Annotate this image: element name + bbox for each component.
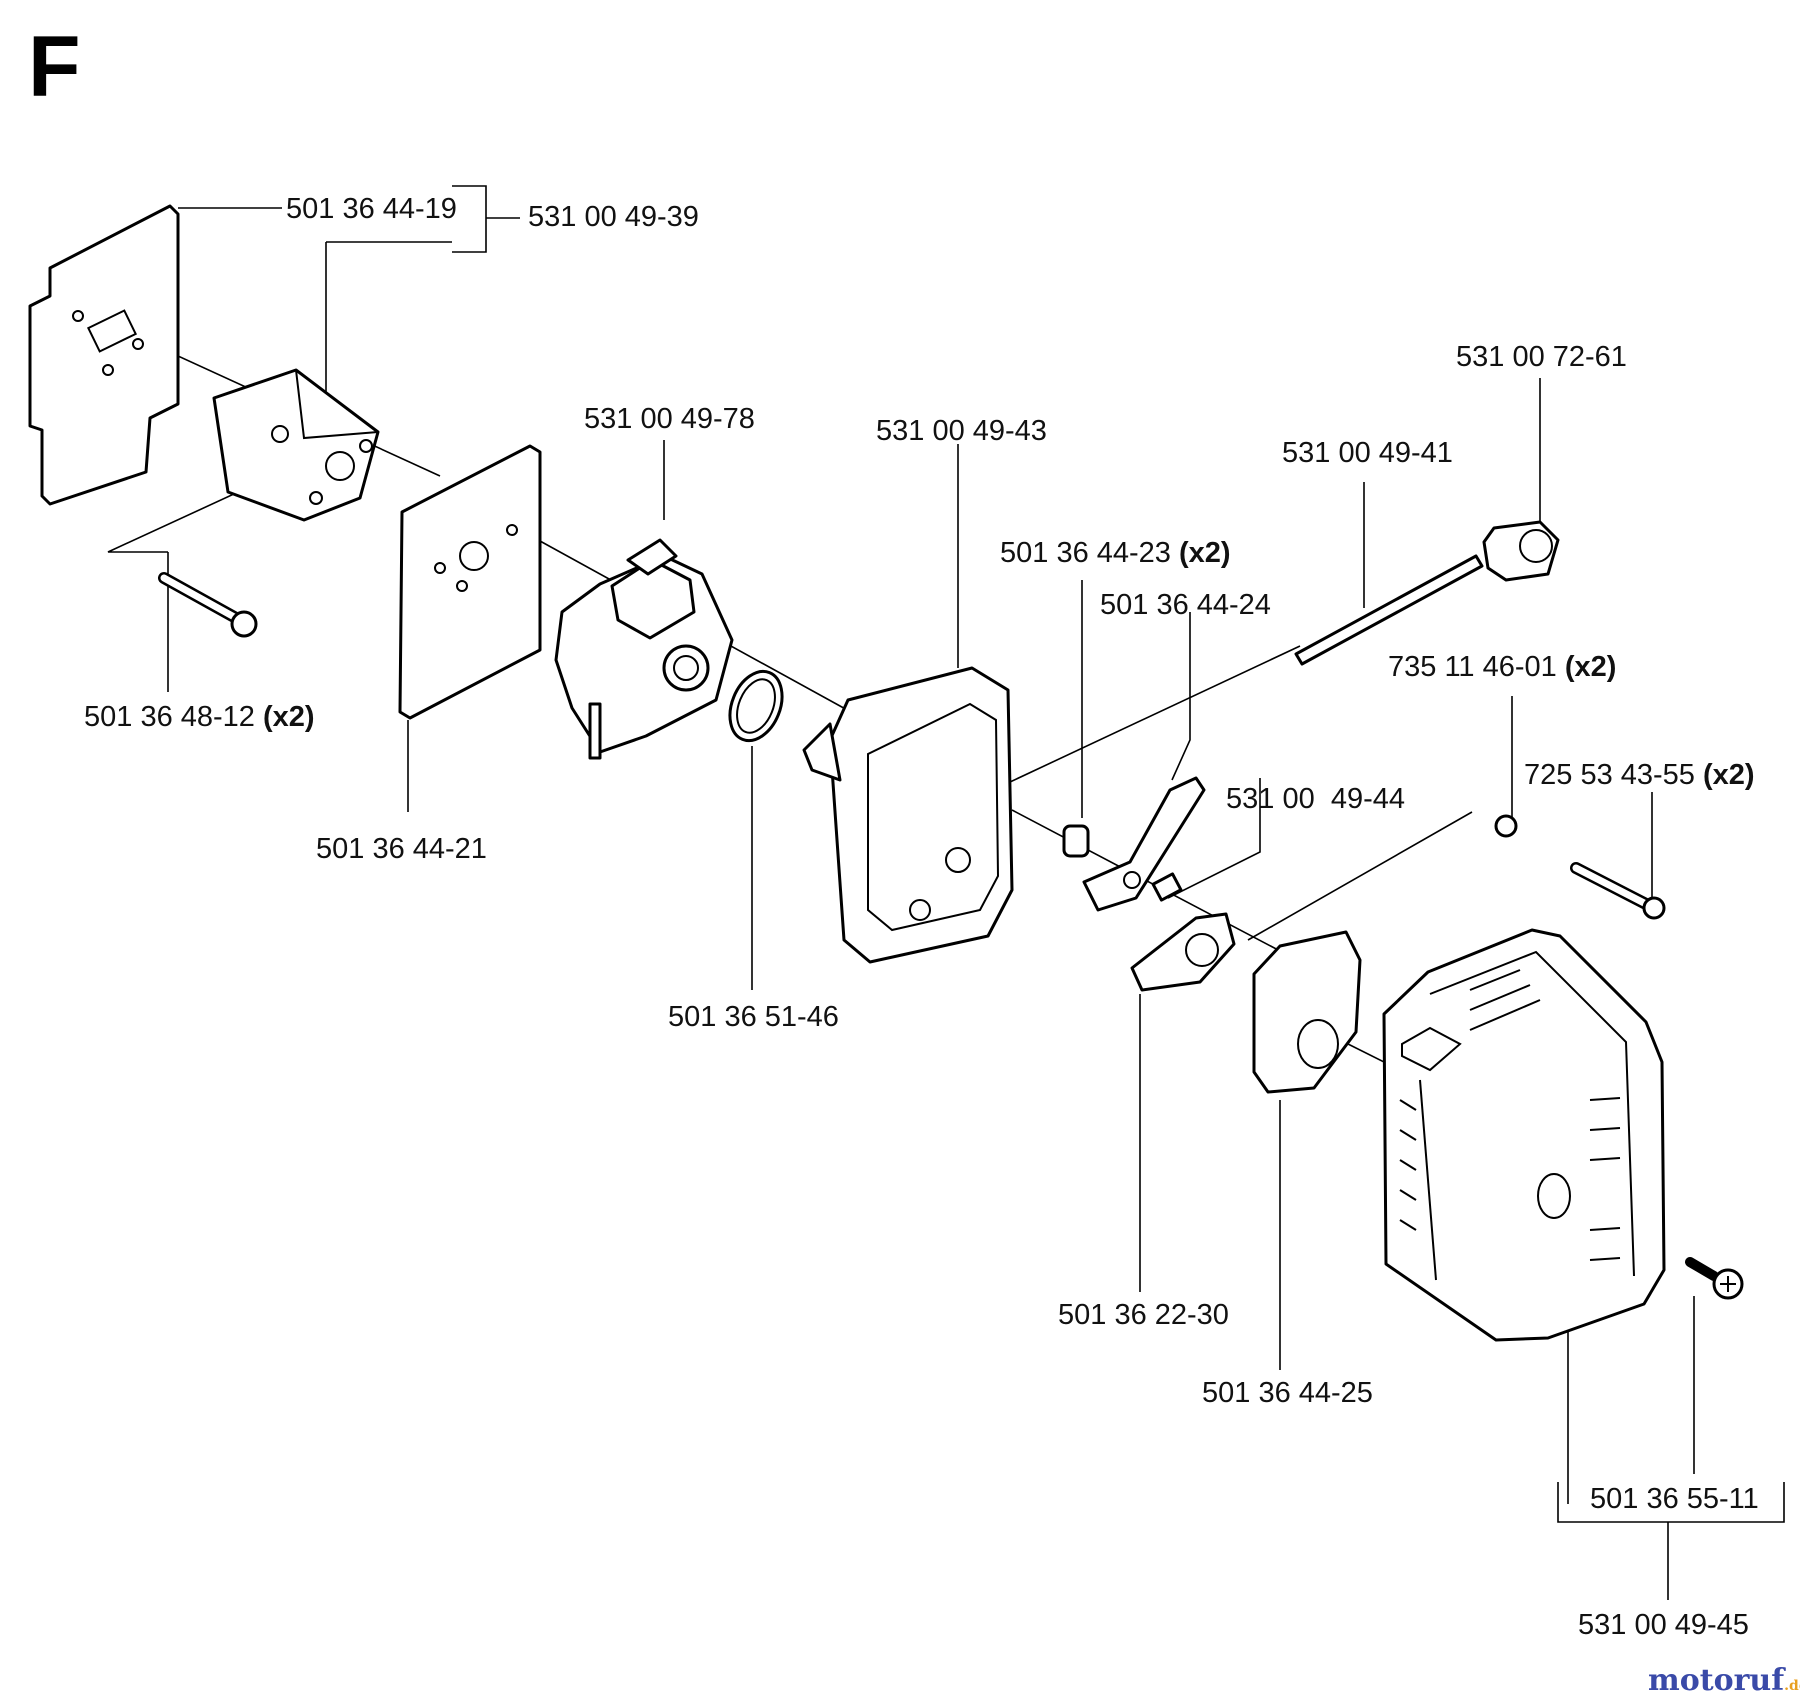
part-label-501364812: 501 36 48-12 (x2) bbox=[84, 701, 315, 733]
air-filter-element-icon bbox=[1252, 930, 1362, 1094]
carburetor-icon bbox=[554, 538, 734, 760]
part-label-531004943: 531 00 49-43 bbox=[876, 415, 1047, 447]
part-label-501365511: 501 36 55-11 bbox=[1590, 1483, 1759, 1515]
part-label-725534355: 725 53 43-55 (x2) bbox=[1524, 759, 1755, 791]
part-labels: 501 36 44-19 531 00 49-39 531 00 72-61 5… bbox=[84, 193, 1759, 1641]
small-gasket-icon bbox=[1151, 872, 1183, 902]
part-label-501364423: 501 36 44-23 (x2) bbox=[1000, 537, 1231, 569]
screw-icon bbox=[1570, 862, 1666, 920]
part-label-501365146: 501 36 51-46 bbox=[668, 1001, 839, 1033]
part-label-531004941: 531 00 49-41 bbox=[1282, 437, 1453, 469]
o-ring-icon bbox=[728, 669, 784, 743]
fuel-hose-icon bbox=[1294, 554, 1484, 666]
air-filter-housing-icon bbox=[802, 666, 1014, 964]
part-label-531004939: 531 00 49-39 bbox=[528, 201, 699, 233]
part-label-531004945: 531 00 49-45 bbox=[1578, 1609, 1749, 1641]
cover-screw-icon bbox=[1685, 1257, 1744, 1300]
screw-icon bbox=[158, 572, 258, 638]
part-label-531007261: 531 00 72-61 bbox=[1456, 341, 1627, 373]
spacer-gasket-icon bbox=[398, 444, 542, 720]
leader-lines bbox=[81, 185, 1785, 1600]
part-label-501364419: 501 36 44-19 bbox=[286, 193, 457, 225]
bushing-icon bbox=[1062, 824, 1090, 858]
insulator-block-icon bbox=[212, 368, 380, 522]
part-label-531004978: 531 00 49-78 bbox=[584, 403, 755, 435]
watermark-logo: motoruf.de bbox=[1648, 1663, 1800, 1698]
part-label-501364424: 501 36 44-24 bbox=[1100, 589, 1271, 621]
part-label-735114601: 735 11 46-01 (x2) bbox=[1388, 651, 1616, 683]
section-letter: F bbox=[28, 19, 81, 115]
svg-text:motoruf.de: motoruf.de bbox=[1648, 1663, 1800, 1698]
washer-icon bbox=[1494, 814, 1518, 838]
part-label-501364425: 501 36 44-25 bbox=[1202, 1377, 1373, 1409]
gasket-part-icon bbox=[28, 204, 180, 506]
filter-gasket-icon bbox=[1130, 912, 1236, 992]
air-filter-cover-icon bbox=[1382, 928, 1666, 1342]
part-label-531004944: 531 00 49-44 bbox=[1226, 783, 1405, 815]
primer-bulb-icon bbox=[1482, 520, 1560, 582]
part-label-501364421: 501 36 44-21 bbox=[316, 833, 487, 865]
part-label-501362230: 501 36 22-30 bbox=[1058, 1299, 1229, 1331]
choke-lever-icon bbox=[1082, 776, 1206, 912]
